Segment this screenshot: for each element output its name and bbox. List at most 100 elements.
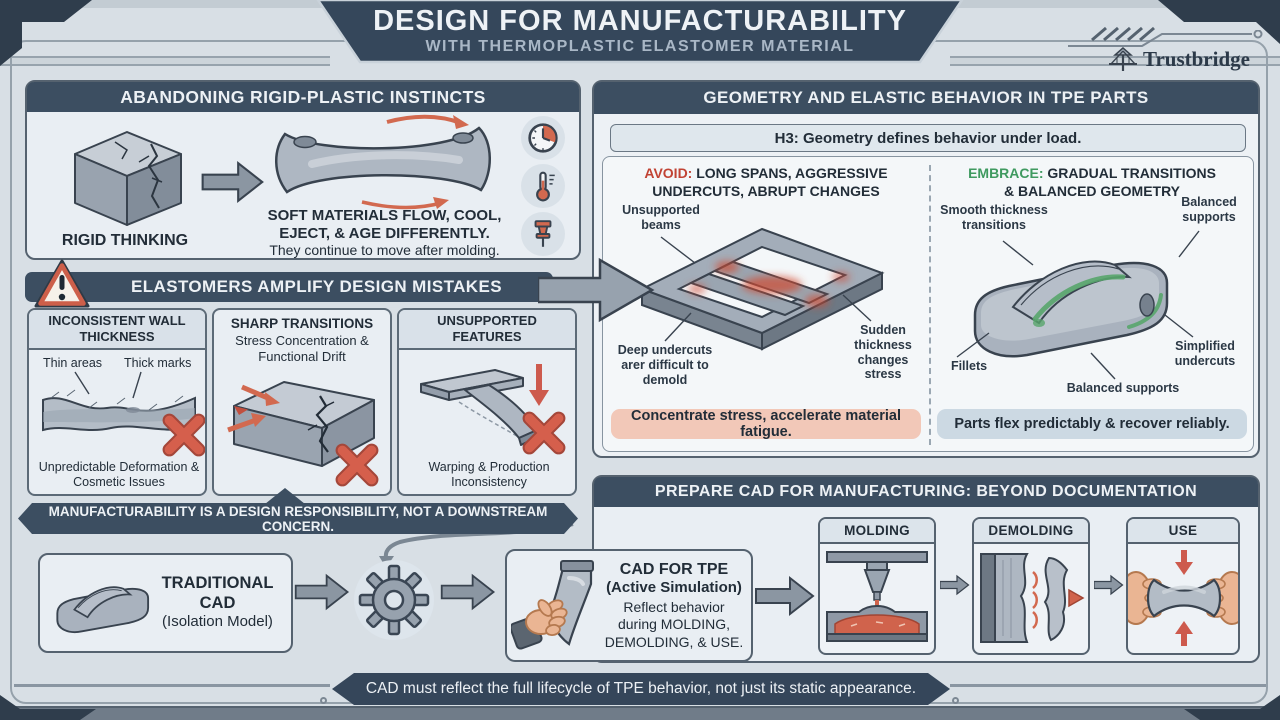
panel-mistakes-title: ELASTOMERS AMPLIFY DESIGN MISTAKES — [131, 277, 502, 296]
card-unsupported-features: UNSUPPORTED FEATURES Warping & Productio… — [397, 308, 577, 496]
header-trapezoid — [316, 0, 964, 64]
soft-materials-message-plain: They continue to move after molding. — [269, 242, 500, 259]
panel-prepare-cad: PREPARE CAD FOR MANUFACTURING: BEYOND DO… — [592, 475, 1260, 663]
footer-circle-left — [320, 697, 327, 704]
injection-molding-illustration — [826, 551, 928, 642]
label-smooth-transitions: Smooth thickness transitions — [940, 203, 1048, 232]
soft-materials-message-bold: SOFT MATERIALS FLOW, COOL, EJECT, & AGE … — [267, 207, 502, 242]
traditional-cad-subtitle: (Isolation Model) — [162, 613, 273, 631]
label-sudden-thickness: Sudden thickness changes stress — [854, 323, 912, 382]
rigid-thinking-label: RIGID THINKING — [61, 232, 189, 249]
property-icons-column — [521, 116, 565, 256]
footer-banner: CAD must reflect the full lifecycle of T… — [332, 673, 950, 705]
thermometer-icon — [536, 171, 555, 202]
embrace-keyword: EMBRACE: — [968, 165, 1044, 181]
cad-for-tpe-body: Reflect behavior during MOLDING, DEMOLDI… — [604, 598, 744, 650]
bridge-icon — [1109, 47, 1137, 71]
stage-use: USE — [1126, 517, 1240, 655]
card-wall-thickness: INCONSISTENT WALL THICKNESS Thin areas T… — [27, 308, 207, 496]
banner-pointer-triangle — [265, 488, 305, 504]
warning-triangle-icon — [34, 259, 90, 308]
panel-geometry-header: GEOMETRY AND ELASTIC BEHAVIOR IN TPE PAR… — [594, 82, 1258, 114]
geometry-subheading: H3: Geometry defines behavior under load… — [774, 129, 1082, 147]
avoid-heading: AVOID: LONG SPANS, AGGRESSIVE UNDERCUTS,… — [613, 165, 919, 200]
card-sharp-transitions-title: SHARP TRANSITIONS — [230, 316, 374, 331]
header-flank-line-left — [0, 56, 330, 66]
cad-for-tpe-subtitle: (Active Simulation) — [606, 578, 742, 596]
footer-circle-right — [952, 697, 959, 704]
soft-part-illustration — [275, 114, 491, 210]
label-deep-undercuts: Deep undercuts arer difficult to demold — [617, 343, 713, 387]
label-simplified-undercuts: Simplified undercuts — [1174, 339, 1236, 368]
card-sharp-transitions: SHARP TRANSITIONS Stress Concentration &… — [212, 308, 392, 496]
label-balanced-supports-top: Balanced supports — [1181, 195, 1237, 224]
stretching-part-illustration — [1128, 550, 1238, 646]
label-fillets: Fillets — [950, 359, 988, 373]
flow-arrow — [440, 573, 496, 611]
embrace-heading: EMBRACE: GRADUAL TRANSITIONS & BALANCED … — [939, 165, 1245, 200]
card-unsupported-features-caption: Warping & Production Inconsistency — [428, 460, 550, 489]
thin-areas-label: Thin areas — [43, 356, 103, 370]
avoid-frame-illustration — [639, 227, 885, 351]
cracked-cube-illustration — [74, 131, 182, 226]
card-wall-thickness-title: INCONSISTENT WALL THICKNESS — [29, 310, 205, 350]
cad-for-tpe-title: CAD FOR TPE — [619, 560, 729, 578]
card-sharp-transitions-subtitle: Stress Concentration & Functional Drift — [235, 333, 369, 364]
pushpin-icon-circle — [521, 212, 565, 256]
big-flow-arrow — [538, 257, 655, 323]
pushpin-icon — [534, 220, 552, 247]
geometry-subheading-box: H3: Geometry defines behavior under load… — [610, 124, 1246, 152]
cad-for-tpe-box: CAD FOR TPE (Active Simulation) Reflect … — [505, 549, 753, 662]
card-wall-thickness-caption: Unpredictable Deformation & Cosmetic Iss… — [38, 460, 200, 489]
red-x-icon — [522, 411, 566, 455]
wall-section-illustration — [42, 371, 196, 432]
embrace-banner: Parts flex predictably & recover reliabl… — [937, 409, 1247, 439]
soft-materials-message: SOFT MATERIALS FLOW, COOL, EJECT, & AGE … — [257, 207, 512, 259]
clock-icon — [528, 123, 558, 153]
footer-line-right — [950, 684, 1266, 687]
embrace-heading-line1: GRADUAL TRANSITIONS — [1047, 165, 1216, 181]
flow-arrow — [755, 575, 815, 617]
clock-icon-circle — [521, 116, 565, 160]
hatch-stripes-decoration — [1091, 26, 1155, 42]
panel-prepare-cad-header: PREPARE CAD FOR MANUFACTURING: BEYOND DO… — [594, 477, 1258, 507]
stage-demolding: DEMOLDING — [972, 517, 1090, 655]
right-arrow — [201, 161, 264, 203]
card-unsupported-features-title: UNSUPPORTED FEATURES — [399, 310, 575, 350]
embrace-part-illustration — [973, 260, 1169, 358]
avoid-heading-line2: UNDERCUTS, ABRUPT CHANGES — [652, 182, 880, 199]
circuit-line-decoration — [1068, 30, 1263, 47]
corner-decoration-bottom-right — [1184, 695, 1280, 720]
stage-arrow — [940, 574, 970, 596]
red-x-icon — [162, 413, 205, 457]
avoid-keyword: AVOID: — [644, 165, 693, 181]
flow-arrow — [294, 573, 350, 611]
footer-line-left — [14, 684, 330, 687]
manufacturability-banner: MANUFACTURABILITY IS A DESIGN RESPONSIBI… — [18, 503, 578, 534]
stage-demolding-label: DEMOLDING — [974, 519, 1088, 544]
brand-name: Trustbridge — [1143, 46, 1250, 71]
page-title: DESIGN FOR MANUFACTURABILITY — [373, 5, 907, 37]
panel-geometry: GEOMETRY AND ELASTIC BEHAVIOR IN TPE PAR… — [592, 80, 1260, 458]
traditional-cad-part-illustration — [56, 586, 150, 633]
panel-rigid-instincts-header: ABANDONING RIGID-PLASTIC INSTINCTS — [27, 82, 579, 112]
thermometer-icon-circle — [521, 164, 565, 208]
demolding-illustration — [980, 553, 1085, 643]
traditional-cad-title: TRADITIONAL CAD — [161, 573, 274, 612]
stage-molding: MOLDING — [818, 517, 936, 655]
hand-holding-part-illustration — [511, 559, 594, 650]
label-balanced-supports-bottom: Balanced supports — [1066, 381, 1180, 395]
corner-decoration-top-left — [0, 0, 92, 66]
avoid-embrace-divider — [929, 165, 931, 445]
panel-rigid-instincts: ABANDONING RIGID-PLASTIC INSTINCTS RIGID… — [25, 80, 581, 260]
label-unsupported-beams: Unsupported beams — [622, 203, 700, 232]
stage-use-label: USE — [1128, 519, 1238, 544]
geometry-inner-box: AVOID: LONG SPANS, AGGRESSIVE UNDERCUTS,… — [602, 156, 1254, 452]
corner-decoration-bottom-left — [0, 695, 96, 720]
page-subtitle: WITH THERMOPLASTIC ELASTOMER MATERIAL — [425, 38, 855, 55]
red-x-icon — [335, 443, 379, 487]
warping-part-illustration — [420, 364, 549, 446]
stage-molding-label: MOLDING — [820, 519, 934, 544]
avoid-banner: Concentrate stress, accelerate material … — [611, 408, 921, 440]
